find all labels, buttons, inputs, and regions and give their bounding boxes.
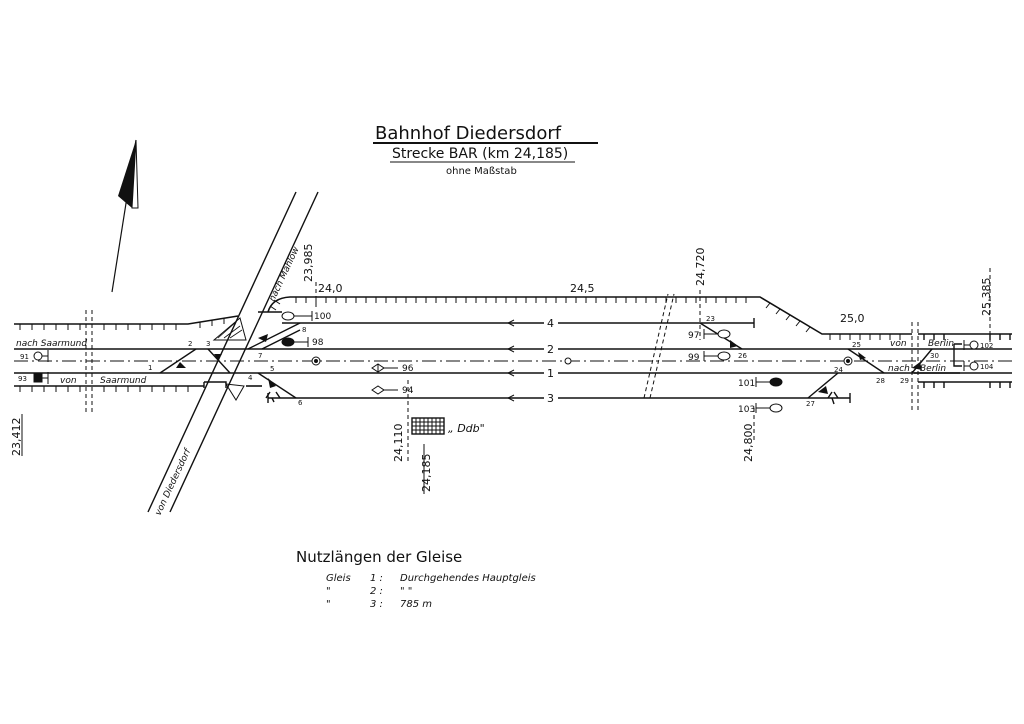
legend-row: " 2 : " "	[296, 585, 596, 598]
signal-91-icon	[33, 351, 43, 361]
nach-mahlow-label: nach Mahlow	[268, 245, 302, 303]
signal-104-number: 104	[980, 363, 994, 371]
track-2-number: 2	[547, 343, 554, 356]
km-24185: 24,185	[420, 454, 433, 493]
km-24800: 24,800	[742, 424, 755, 463]
berlin-top-label: Berlin	[928, 339, 954, 349]
signal-98-number: 98	[312, 338, 324, 348]
signal-97-icon	[717, 329, 731, 339]
marker-circle-small-icon	[564, 357, 572, 365]
crossing-road	[147, 191, 319, 513]
switch-26: 26	[738, 352, 747, 360]
switch-3: 3	[206, 340, 210, 348]
km-250: 25,0	[840, 312, 865, 325]
section-lines	[85, 268, 991, 462]
signal-93-icon	[33, 373, 43, 383]
legend-text: 785 m	[400, 599, 433, 610]
legend-number: 2 :	[370, 586, 383, 597]
scale-note: ohne Maßstab	[446, 166, 517, 177]
signal-104-icon	[969, 361, 979, 371]
switch-frogs	[176, 334, 922, 394]
signal-99-icon	[717, 351, 731, 361]
switch-24: 24	[834, 366, 843, 374]
legend-title: Nutzlängen der Gleise	[296, 548, 463, 566]
switch-5: 5	[270, 365, 274, 373]
signal-99-number: 99	[688, 353, 700, 363]
embankment-triangle	[212, 317, 247, 341]
embankment-triangle-lower	[225, 383, 245, 401]
signal-103-number: 103	[738, 405, 755, 415]
legend-text: " "	[400, 586, 413, 597]
building-label: „ Ddb"	[448, 422, 485, 435]
signal-102-number: 102	[980, 342, 993, 350]
saarmund-label: Saarmund	[100, 376, 147, 386]
signal-103-icon	[769, 403, 783, 413]
berlin-bottom-label: Berlin	[920, 364, 946, 374]
signal-94-number: 94	[402, 386, 414, 396]
signal-100-icon	[281, 311, 295, 321]
buffer-stops	[203, 343, 962, 405]
nach-saarmund-label: nach Saarmund	[16, 339, 87, 349]
km-23985: 23,985	[302, 244, 315, 283]
track-1-number: 1	[547, 367, 554, 380]
signal-91-number: 91	[20, 353, 29, 361]
switch-25: 25	[852, 341, 861, 349]
switch-1: 1	[148, 364, 152, 372]
legend-number: 3 :	[370, 599, 383, 610]
nach-label-right: nach	[888, 364, 910, 374]
legend-text: Durchgehendes Hauptgleis	[400, 573, 536, 584]
switch-4: 4	[248, 374, 253, 382]
legend-prefix: "	[326, 586, 331, 597]
upper-boundary	[14, 296, 912, 335]
building-ddb	[411, 417, 445, 435]
km-23412: 23,412	[10, 418, 23, 457]
lower-hatch	[19, 386, 189, 392]
signal-97-number: 97	[688, 331, 699, 341]
legend-number: 1 :	[370, 573, 383, 584]
signal-101-number: 101	[738, 379, 755, 389]
km-24110: 24,110	[392, 424, 405, 463]
switch-7: 7	[258, 352, 262, 360]
switch-8: 8	[302, 326, 306, 334]
signal-98-icon	[281, 337, 295, 347]
line-subtitle: Strecke BAR (km 24,185)	[392, 146, 568, 162]
signals	[33, 311, 979, 413]
switch-27: 27	[806, 400, 815, 408]
signal-94-icon	[371, 385, 385, 395]
von-label-left: von	[60, 376, 77, 386]
usable-lengths-legend: Nutzlängen der Gleise Gleis 1 : Durchgehen…	[296, 548, 596, 611]
switch-29: 29	[900, 377, 909, 385]
legend-prefix: Gleis	[326, 573, 351, 584]
switch-2: 2	[188, 340, 192, 348]
signal-100-number: 100	[314, 312, 331, 322]
track-4-number: 4	[547, 317, 554, 330]
switch-23: 23	[706, 315, 715, 323]
km-240: 24,0	[318, 282, 343, 295]
signal-96-number: 96	[402, 364, 414, 374]
north-arrow-icon	[111, 139, 139, 293]
signal-101-icon	[769, 377, 783, 387]
switch-numbers: 1 2 3 4 5 6 7 8 23 26 25 28 29 30 27 24	[148, 315, 939, 408]
direction-arrows	[507, 319, 515, 402]
km-25385: 25,385	[980, 278, 993, 317]
switch-6: 6	[298, 399, 303, 407]
station-title: Bahnhof Diedersdorf	[375, 123, 562, 144]
legend-row: Gleis 1 : Durchgehendes Hauptgleis	[296, 572, 596, 585]
legend-prefix: "	[326, 599, 331, 610]
right-boundary	[918, 333, 1012, 388]
track-3-number: 3	[547, 392, 554, 405]
km-245: 24,5	[570, 282, 595, 295]
von-label-right: von	[890, 339, 907, 349]
signal-93-number: 93	[18, 375, 27, 383]
switch-30: 30	[930, 352, 939, 360]
legend-row: " 3 : 785 m	[296, 598, 596, 611]
upper-hatch	[19, 297, 901, 340]
switch-28: 28	[876, 377, 885, 385]
signal-102-icon	[969, 340, 979, 350]
km-24720: 24,720	[694, 248, 707, 287]
